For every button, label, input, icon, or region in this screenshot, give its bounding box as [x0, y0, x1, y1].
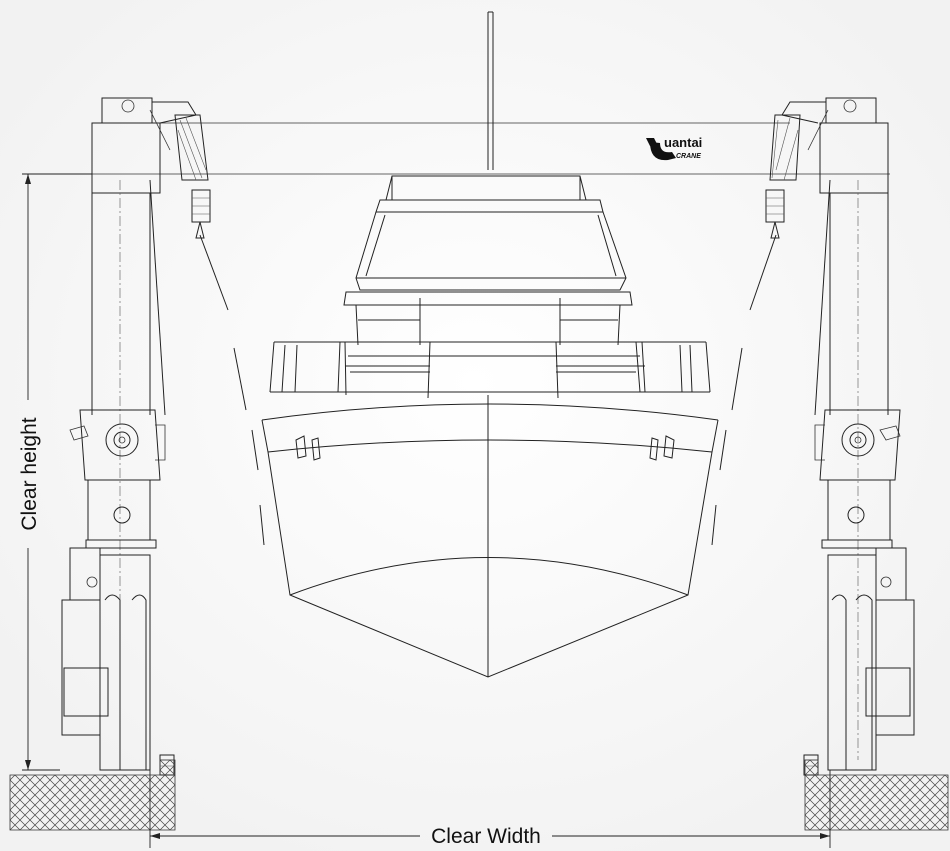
logo-name: uantai	[664, 135, 702, 150]
brand-logo: uantai CRANE	[646, 135, 702, 161]
boat	[261, 175, 719, 678]
clear-height-dimension: Clear height	[18, 173, 92, 771]
clear-width-label: Clear Width	[431, 825, 541, 848]
clear-height-label: Clear height	[18, 417, 41, 530]
ground-left	[9, 759, 176, 831]
left-leg	[61, 97, 211, 776]
ground-right	[804, 759, 949, 831]
logo-mark-icon	[650, 142, 676, 161]
clear-width-dimension: Clear Width	[149, 770, 831, 848]
logo-sub: CRANE	[676, 153, 701, 160]
gantry-top-beam	[90, 122, 890, 175]
right-leg	[765, 97, 915, 776]
boat-mast	[487, 11, 494, 170]
sling-lines	[199, 234, 777, 546]
